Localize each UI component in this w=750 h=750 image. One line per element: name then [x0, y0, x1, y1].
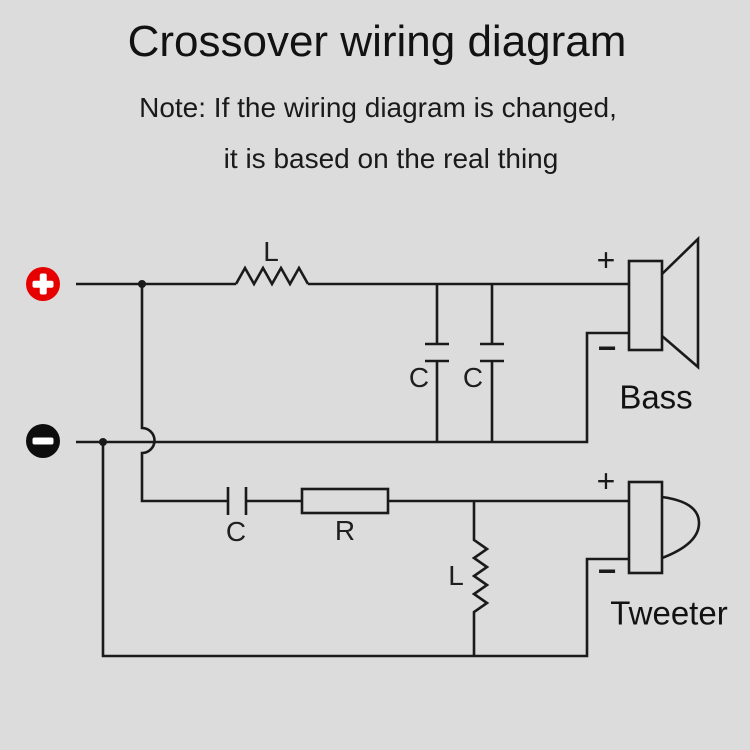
junction-dot-negative-rail: [99, 438, 107, 446]
shunt-capacitor-2-label: C: [462, 362, 484, 393]
tweeter-driver-body: [627, 480, 664, 575]
series-capacitor-plates: [226, 487, 248, 515]
note-line-2: it is based on the real thing: [223, 143, 559, 174]
series-resistor-label: R: [334, 515, 356, 546]
bass-negative-sign: −: [597, 330, 617, 366]
shunt-capacitor-2-symbol: [480, 284, 504, 442]
series-inductor-label: L: [263, 236, 279, 267]
bass-driver-body: [627, 259, 664, 352]
tweeter-negative-sign: −: [597, 553, 617, 589]
tweeter-speaker-label: Tweeter: [610, 594, 728, 632]
note-line-1: Note: If the wiring diagram is changed,: [139, 92, 617, 123]
wire-negative-return-to-tweeter: [101, 442, 629, 658]
junction-dot-positive-rail: [138, 280, 146, 288]
positive-input-terminal: [26, 267, 60, 301]
shunt-capacitor-1-label: C: [408, 362, 430, 393]
bass-positive-sign: +: [596, 242, 616, 278]
wire-negative-rail-to-bass: [76, 331, 629, 444]
page-title: Crossover wiring diagram: [127, 17, 627, 66]
tweeter-positive-sign: +: [596, 463, 616, 499]
shunt-inductor-label: L: [448, 560, 464, 591]
series-inductor-symbol: [234, 265, 310, 287]
wire-lowbranch-feed-with-hop: [140, 284, 228, 503]
plus-icon: [26, 267, 60, 301]
shunt-inductor-branch: [471, 501, 490, 656]
bass-cone: [661, 235, 700, 370]
bass-speaker-label: Bass: [619, 378, 693, 416]
series-resistor-symbol: [300, 487, 390, 515]
series-capacitor-label: C: [225, 516, 247, 547]
shunt-capacitor-1-symbol: [425, 284, 449, 442]
minus-icon: [26, 424, 60, 458]
negative-input-terminal: [26, 424, 60, 458]
tweeter-dome: [661, 495, 701, 560]
